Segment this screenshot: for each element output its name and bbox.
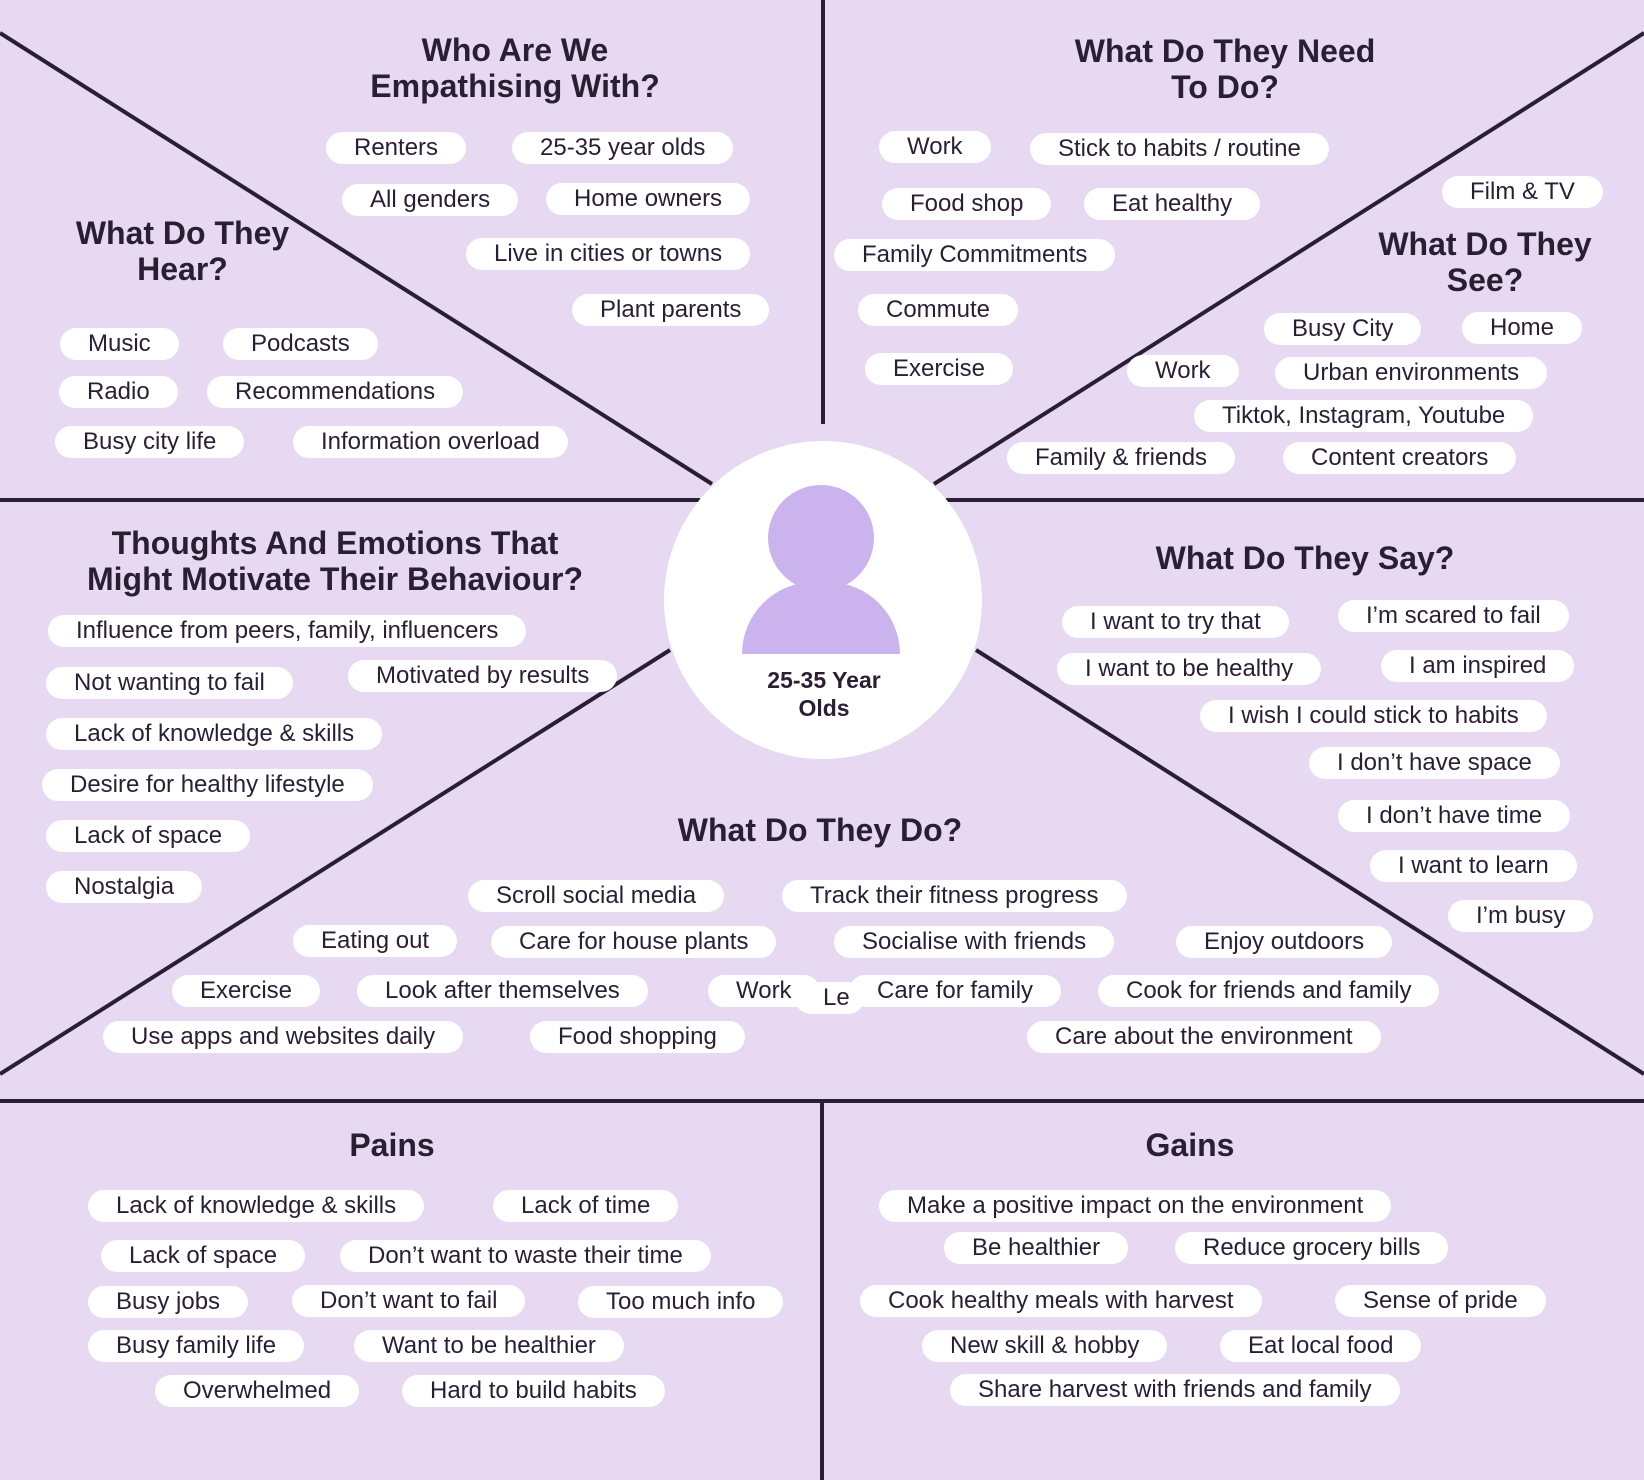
hear-chip: Podcasts bbox=[223, 328, 378, 360]
gains-chip: New skill & hobby bbox=[922, 1330, 1168, 1362]
who-chip: Home owners bbox=[546, 183, 751, 215]
pains-chip: Busy jobs bbox=[88, 1286, 249, 1318]
do-chip: Care for family bbox=[849, 975, 1062, 1007]
see-title: What Do They See? bbox=[1378, 226, 1592, 298]
do-title: What Do They Do? bbox=[677, 812, 963, 848]
gains-chip: Cook healthy meals with harvest bbox=[860, 1285, 1262, 1317]
see-chip: Home bbox=[1462, 312, 1583, 344]
see-chip: Content creators bbox=[1283, 442, 1517, 474]
need-chip: Family Commitments bbox=[834, 239, 1116, 271]
thoughts-chip: Nostalgia bbox=[46, 871, 203, 903]
divider-diagonal-bottom-left bbox=[0, 648, 672, 1076]
persona-label: 25-35 Year Olds bbox=[767, 667, 881, 721]
see-chip: Urban environments bbox=[1275, 357, 1548, 389]
hear-chip: Recommendations bbox=[207, 376, 464, 408]
who-chip: Renters bbox=[326, 132, 467, 164]
do-chip: Socialise with friends bbox=[834, 926, 1115, 958]
pains-chip: Overwhelmed bbox=[155, 1375, 360, 1407]
gains-chip: Reduce grocery bills bbox=[1175, 1232, 1449, 1264]
thoughts-chip: Lack of knowledge & skills bbox=[46, 718, 383, 750]
do-chip: Track their fitness progress bbox=[782, 880, 1127, 912]
need-chip: Food shop bbox=[882, 188, 1052, 220]
pains-chip: Lack of time bbox=[493, 1190, 679, 1222]
pains-chip: Too much info bbox=[578, 1286, 784, 1318]
see-chip: Film & TV bbox=[1442, 176, 1603, 208]
divider-diagonal-top-right bbox=[932, 31, 1644, 486]
hear-chip: Information overload bbox=[293, 426, 568, 458]
who-chip: All genders bbox=[342, 184, 519, 216]
do-chip: Care about the environment bbox=[1027, 1021, 1381, 1053]
do-chip: Food shopping bbox=[530, 1021, 745, 1053]
say-chip: I’m scared to fail bbox=[1338, 600, 1569, 632]
do-chip: Eating out bbox=[293, 925, 458, 957]
say-chip: I want to be healthy bbox=[1057, 653, 1322, 685]
divider-diagonal-bottom-right bbox=[974, 648, 1644, 1076]
avatar-head-icon bbox=[768, 485, 874, 591]
thoughts-chip: Not wanting to fail bbox=[46, 667, 293, 699]
pains-chip: Hard to build habits bbox=[402, 1375, 665, 1407]
gains-chip: Share harvest with friends and family bbox=[950, 1374, 1400, 1406]
need-chip: Work bbox=[879, 131, 991, 163]
thoughts-chip: Lack of space bbox=[46, 820, 251, 852]
say-title: What Do They Say? bbox=[1155, 540, 1455, 576]
say-chip: I want to learn bbox=[1370, 850, 1577, 882]
hear-chip: Radio bbox=[59, 376, 178, 408]
need-chip: Exercise bbox=[865, 353, 1014, 385]
pains-chip: Lack of knowledge & skills bbox=[88, 1190, 425, 1222]
hear-title: What Do They Hear? bbox=[75, 215, 290, 287]
pains-chip: Don’t want to waste their time bbox=[340, 1240, 711, 1272]
pains-title: Pains bbox=[349, 1127, 435, 1163]
pains-chip: Want to be healthier bbox=[354, 1330, 624, 1362]
say-chip: I want to try that bbox=[1062, 606, 1289, 638]
do-chip: Cook for friends and family bbox=[1098, 975, 1440, 1007]
see-chip: Busy City bbox=[1264, 313, 1422, 345]
need-title: What Do They Need To Do? bbox=[1074, 33, 1376, 105]
thoughts-chip: Desire for healthy lifestyle bbox=[42, 769, 373, 801]
do-chip: Scroll social media bbox=[468, 880, 725, 912]
thoughts-title: Thoughts And Emotions That Might Motivat… bbox=[86, 525, 584, 597]
say-chip: I wish I could stick to habits bbox=[1200, 700, 1547, 732]
do-chip: Care for house plants bbox=[491, 926, 777, 958]
say-chip: I am inspired bbox=[1381, 650, 1575, 682]
see-chip: Tiktok, Instagram, Youtube bbox=[1194, 400, 1534, 432]
pains-chip: Don’t want to fail bbox=[292, 1285, 526, 1317]
divider-diagonal-top-left bbox=[0, 31, 714, 486]
thoughts-chip: Influence from peers, family, influencer… bbox=[48, 615, 527, 647]
pains-chip: Busy family life bbox=[88, 1330, 305, 1362]
say-chip: I’m busy bbox=[1448, 900, 1594, 932]
gains-chip: Eat local food bbox=[1220, 1330, 1422, 1362]
thoughts-chip: Motivated by results bbox=[348, 660, 618, 692]
pains-chip: Lack of space bbox=[101, 1240, 306, 1272]
need-chip: Eat healthy bbox=[1084, 188, 1261, 220]
gains-chip: Be healthier bbox=[944, 1232, 1129, 1264]
hear-chip: Music bbox=[60, 328, 179, 360]
gains-chip: Sense of pride bbox=[1335, 1285, 1546, 1317]
say-chip: I don’t have time bbox=[1338, 800, 1571, 832]
gains-title: Gains bbox=[1145, 1127, 1235, 1163]
see-chip: Family & friends bbox=[1007, 442, 1236, 474]
who-chip: 25-35 year olds bbox=[512, 132, 734, 164]
who-chip: Live in cities or towns bbox=[466, 238, 751, 270]
need-chip: Stick to habits / routine bbox=[1030, 133, 1329, 165]
do-chip: Exercise bbox=[172, 975, 321, 1007]
do-chip: Look after themselves bbox=[357, 975, 648, 1007]
gains-chip: Make a positive impact on the environmen… bbox=[879, 1190, 1392, 1222]
do-chip: Enjoy outdoors bbox=[1176, 926, 1393, 958]
say-chip: I don’t have space bbox=[1309, 747, 1560, 779]
see-chip: Work bbox=[1127, 355, 1239, 387]
do-chip: Use apps and websites daily bbox=[103, 1021, 464, 1053]
need-chip: Commute bbox=[858, 294, 1019, 326]
who-title: Who Are We Empathising With? bbox=[370, 32, 660, 104]
hear-chip: Busy city life bbox=[55, 426, 245, 458]
who-chip: Plant parents bbox=[572, 294, 770, 326]
